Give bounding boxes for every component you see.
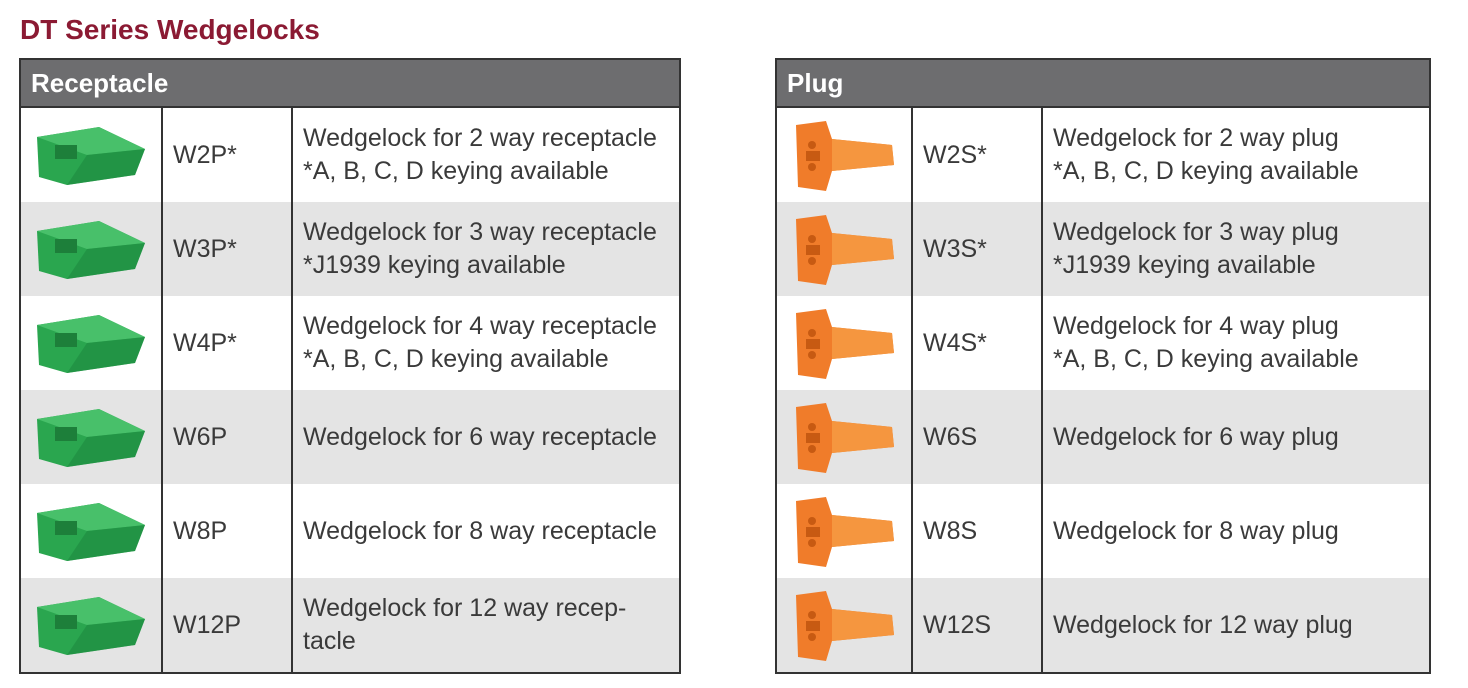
plug-row: W4S* Wedgelock for 4 way plug *A, B, C, D … <box>776 296 1430 390</box>
green-wedgelock-icon <box>20 484 163 578</box>
description-line: Wedgelock for 4 way receptacle <box>303 312 657 340</box>
description-note: *J1939 keying available <box>1053 251 1316 279</box>
plug-row: W2S* Wedgelock for 2 way plug *A, B, C, D … <box>776 107 1430 202</box>
green-wedgelock-icon <box>20 107 163 202</box>
receptacle-part-code: W3P* <box>162 202 293 296</box>
plug-part-code: W6S <box>912 390 1043 484</box>
description-note: *A, B, C, D keying available <box>1053 345 1359 373</box>
description-note: *A, B, C, D keying available <box>303 345 609 373</box>
plug-part-code: W3S* <box>912 202 1043 296</box>
plug-table: Plug W2S* Wedgelock for 2 way plug *A, B, … <box>775 58 1431 674</box>
orange-wedgelock-icon <box>776 202 913 296</box>
page-title: DT Series Wedgelocks <box>20 14 320 45</box>
description-line: Wedgelock for 6 way receptacle <box>303 422 657 451</box>
description-line: Wedgelock for 6 way plug <box>1053 422 1339 451</box>
plug-row: W8S Wedgelock for 8 way plug <box>776 484 1430 578</box>
receptacle-part-code: W2P* <box>162 107 293 202</box>
receptacle-row: W6P Wedgelock for 6 way receptacle <box>20 390 680 484</box>
green-wedgelock-icon <box>20 390 163 484</box>
green-wedgelock-icon <box>20 296 163 390</box>
description-line: Wedgelock for 2 way plug <box>1053 124 1339 152</box>
orange-wedgelock-icon <box>776 484 913 578</box>
description-line: Wedgelock for 12 way recep- <box>303 594 627 622</box>
receptacle-part-code: W12P <box>162 578 293 673</box>
receptacle-row: W4P* Wedgelock for 4 way receptacle *A, B,… <box>20 296 680 390</box>
description-line: Wedgelock for 4 way plug <box>1053 312 1339 340</box>
orange-wedgelock-icon <box>776 390 913 484</box>
description-note: *A, B, C, D keying available <box>303 157 609 185</box>
orange-wedgelock-icon <box>776 578 913 673</box>
plug-row: W6S Wedgelock for 6 way plug <box>776 390 1430 484</box>
receptacle-header: Receptacle <box>20 59 680 108</box>
description-note: tacle <box>303 627 356 655</box>
description-note: *J1939 keying available <box>303 251 566 279</box>
receptacle-part-code: W4P* <box>162 296 293 390</box>
green-wedgelock-icon <box>20 578 163 673</box>
receptacle-description: Wedgelock for 2 way receptacle *A, B, C, … <box>292 107 680 202</box>
receptacle-description: Wedgelock for 12 way recep-tacle <box>292 578 680 673</box>
plug-part-code: W4S* <box>912 296 1043 390</box>
green-wedgelock-icon <box>20 202 163 296</box>
plug-part-code: W12S <box>912 578 1043 673</box>
description-line: Wedgelock for 3 way plug <box>1053 218 1339 246</box>
plug-row: W12S Wedgelock for 12 way plug <box>776 578 1430 673</box>
receptacle-row: W3P* Wedgelock for 3 way receptacle *J1939… <box>20 202 680 296</box>
plug-description: Wedgelock for 4 way plug *A, B, C, D keyi… <box>1042 296 1430 390</box>
plug-header: Plug <box>776 59 1430 108</box>
plug-description: Wedgelock for 6 way plug <box>1042 390 1430 484</box>
plug-description: Wedgelock for 3 way plug *J1939 keying av… <box>1042 202 1430 296</box>
plug-part-code: W2S* <box>912 107 1043 202</box>
receptacle-table: Receptacle W2P*Wedgelock for 2 way recep… <box>19 58 681 674</box>
receptacle-part-code: W6P <box>162 390 293 484</box>
plug-description: Wedgelock for 8 way plug <box>1042 484 1430 578</box>
plug-part-code: W8S <box>912 484 1043 578</box>
receptacle-description: Wedgelock for 4 way receptacle *A, B, C, … <box>292 296 680 390</box>
receptacle-description: Wedgelock for 8 way receptacle <box>292 484 680 578</box>
description-line: Wedgelock for 8 way plug <box>1053 516 1339 545</box>
plug-row: W3S* Wedgelock for 3 way plug *J1939 keyin… <box>776 202 1430 296</box>
description-line: Wedgelock for 3 way receptacle <box>303 218 657 246</box>
plug-description: Wedgelock for 12 way plug <box>1042 578 1430 673</box>
orange-wedgelock-icon <box>776 107 913 202</box>
description-note: *A, B, C, D keying available <box>1053 157 1359 185</box>
description-line: Wedgelock for 2 way receptacle <box>303 124 657 152</box>
receptacle-description: Wedgelock for 3 way receptacle *J1939 key… <box>292 202 680 296</box>
receptacle-part-code: W8P <box>162 484 293 578</box>
orange-wedgelock-icon <box>776 296 913 390</box>
plug-description: Wedgelock for 2 way plug *A, B, C, D keyi… <box>1042 107 1430 202</box>
receptacle-row: W8P Wedgelock for 8 way receptacle <box>20 484 680 578</box>
receptacle-row: W2P* Wedgelock for 2 way receptacle *A, B,… <box>20 107 680 202</box>
description-line: Wedgelock for 8 way receptacle <box>303 516 657 545</box>
description-line: Wedgelock for 12 way plug <box>1053 610 1353 639</box>
receptacle-description: Wedgelock for 6 way receptacle <box>292 390 680 484</box>
